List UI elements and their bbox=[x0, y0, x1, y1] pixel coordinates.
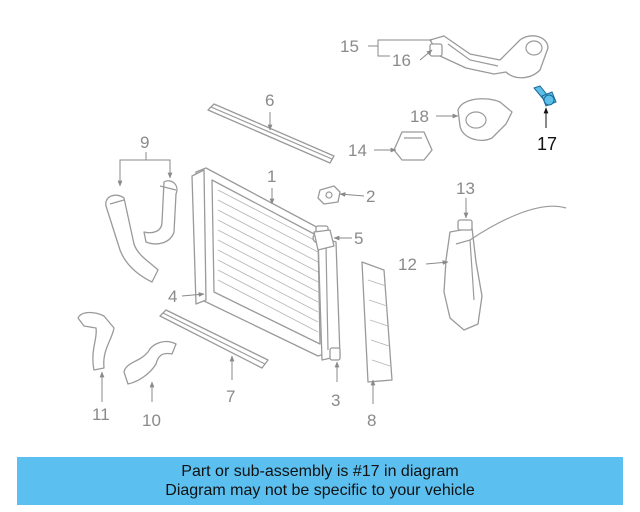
leader-lines bbox=[99, 39, 549, 404]
callout-9: 9 bbox=[140, 133, 149, 152]
callout-2: 2 bbox=[366, 187, 375, 206]
callout-8: 8 bbox=[367, 411, 376, 430]
callout-13: 13 bbox=[456, 179, 475, 198]
part-2-bracket bbox=[317, 185, 341, 205]
callout-14: 14 bbox=[348, 141, 367, 160]
callout-5: 5 bbox=[354, 229, 363, 248]
callout-15: 15 bbox=[340, 37, 359, 56]
callout-12: 12 bbox=[398, 255, 417, 274]
info-banner: Part or sub-assembly is #17 in diagram D… bbox=[17, 457, 623, 505]
callout-16: 16 bbox=[392, 51, 411, 70]
part-11-lower-hose bbox=[77, 311, 115, 371]
part-10-lower-hose bbox=[123, 340, 177, 385]
callout-3: 3 bbox=[331, 391, 340, 410]
part-17-bolt bbox=[533, 85, 557, 107]
part-18-housing bbox=[457, 98, 513, 141]
part-13-reservoir-cap bbox=[457, 219, 473, 231]
callout-1: 1 bbox=[267, 167, 276, 186]
callout-18: 18 bbox=[410, 107, 429, 126]
callout-10: 10 bbox=[142, 411, 161, 430]
part-8-baffle bbox=[361, 261, 393, 383]
callout-labels: 1 2 3 4 5 6 7 8 9 10 11 12 13 14 15 16 1… bbox=[92, 37, 557, 430]
banner-line-1: Part or sub-assembly is #17 in diagram bbox=[181, 463, 459, 480]
callout-11: 11 bbox=[92, 405, 110, 424]
banner-line-2: Diagram may not be specific to your vehi… bbox=[165, 482, 475, 499]
callout-17: 17 bbox=[537, 134, 557, 154]
callout-7: 7 bbox=[226, 387, 235, 406]
part-15-16-water-pipe bbox=[429, 35, 549, 79]
part-12-reservoir bbox=[443, 205, 567, 331]
callout-6: 6 bbox=[265, 91, 274, 110]
part-1-radiator bbox=[191, 167, 341, 361]
part-5-cap bbox=[313, 229, 335, 251]
part-6-upper-support bbox=[207, 103, 335, 164]
part-7-lower-support bbox=[159, 309, 269, 369]
part-9-upper-hose bbox=[105, 180, 178, 283]
callout-4: 4 bbox=[168, 287, 177, 306]
part-14-cover bbox=[393, 131, 433, 161]
